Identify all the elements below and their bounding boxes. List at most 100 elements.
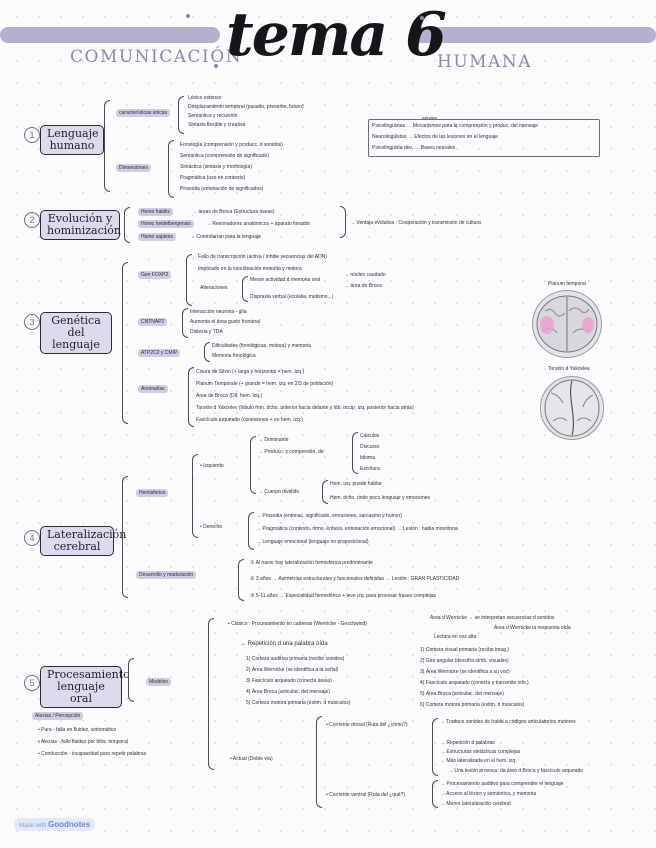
brain-icon	[536, 295, 598, 353]
list-item: Lectura en voz alta	[434, 634, 477, 640]
list-item: → Dominante	[258, 437, 289, 443]
list-item: 5) Corteza motora primaria (estim. d mús…	[246, 700, 351, 706]
section-5-number: 5	[24, 675, 40, 691]
section-4-number: 4	[24, 530, 40, 546]
study-box-heading: estudian	[422, 115, 438, 120]
badge-brand: Goodnotes	[48, 820, 91, 829]
brace	[242, 276, 248, 302]
list-item: Hem. dcho. rinde poco lenguaje y emocion…	[330, 495, 431, 501]
alteraciones-label: Alteraciones	[200, 285, 228, 291]
brain-yakovlev-illustration	[540, 376, 604, 440]
decor-dot	[186, 14, 190, 18]
list-item: Semántica y recursión	[188, 113, 238, 119]
brace	[322, 480, 328, 504]
list-item: Dispraxia verbal (ecolalia, mutismo...)	[250, 294, 334, 300]
section-4-title: Lateralización cerebral	[40, 526, 126, 556]
izquierdo-label: • Izquierdo	[200, 463, 224, 469]
brace	[352, 432, 358, 474]
list-item: → Más lateralizada en el hem. izq.	[440, 758, 517, 764]
brace	[432, 718, 438, 776]
section-5-title: Procesamiento lenguaje oral	[40, 666, 130, 708]
list-item: → Acceso al léxico y semántica, y memori…	[440, 791, 537, 797]
brace	[122, 262, 128, 424]
brace	[238, 559, 244, 601]
tag-anomalias: Anomalías	[138, 385, 168, 393]
dorsal-label: • Corriente dorsal (Ruta del ¿cómo?)	[326, 722, 408, 728]
list-item: → Lenguaje emocional (lenguaje no propos…	[256, 539, 369, 545]
study-item: Psicolingüistas → Mecanismos para la com…	[372, 123, 538, 129]
header-right-word: HUMANA	[437, 52, 532, 72]
page-title: tema 6	[226, 0, 447, 70]
list-item: 6) Corteza motora primaria (estim. d mús…	[420, 702, 525, 708]
brace	[104, 100, 110, 192]
list-item: Léxico extenso	[188, 95, 222, 101]
list-item: Sintáctica (sintaxis y morfología)	[180, 164, 252, 170]
list-item: → Menor lateralización cerebral	[440, 801, 511, 807]
list-item: Torsión d Yakovlev (lóbulo fron. dcho. a…	[196, 405, 414, 411]
tag-dimensiones: Dimensiones	[116, 164, 151, 172]
study-item: Psicolingüista dev. → Bases neurales	[372, 145, 456, 151]
list-item: Desplazamiento temporal (pasado, present…	[188, 104, 304, 110]
list-item: → núcleo caudado	[344, 272, 386, 278]
tag-desarrollo: Desarrollo y maduración	[136, 571, 197, 579]
brace	[192, 454, 198, 538]
list-item: → área de Broca	[344, 283, 382, 289]
brace	[340, 206, 346, 238]
derecho-label: • Derecho	[200, 524, 223, 530]
brain-planum-illustration	[532, 290, 602, 358]
section-1-title: Lenguaje humano	[40, 125, 104, 155]
list-item: Planum Temporale (+ grande = hem. izq. e…	[196, 381, 334, 387]
list-item: Fonología (comprensión y producc. d soni…	[180, 142, 283, 148]
list-item: 4) Fascículo arqueado (conecta y transmi…	[420, 680, 529, 686]
list-item: Área de Broca (Dif. hem. Izq.)	[196, 393, 263, 399]
list-item: → Traduce sonidos de habla a códigos art…	[440, 719, 576, 725]
tag-cntnap2: CNTNAP2	[138, 318, 168, 326]
brace	[316, 716, 322, 808]
list-item: Interacción neurona - glía	[190, 309, 247, 315]
list-item: Hem. izq. puede hablar	[330, 481, 382, 487]
brace	[432, 780, 438, 808]
list-item: 2) Giro angular (descifra símb. visuales…	[420, 658, 509, 664]
evolution-text: → Resonadores anatómicos + aparato fonad…	[206, 221, 311, 227]
header-band-right	[410, 27, 656, 43]
tag-caracteristicas: características únicas	[116, 109, 171, 117]
list-item: Área d Wernicke → se interpretan secuenc…	[430, 615, 555, 621]
badge-prefix: Made with	[19, 823, 47, 829]
brace	[178, 96, 184, 134]
tag-hemisferios: Hemisferios	[136, 489, 169, 497]
actual-label: • Actual (Doble vía)	[230, 756, 273, 762]
brace	[208, 618, 214, 770]
list-item: Prosodia (entonación de significados)	[180, 186, 264, 192]
list-item: Memoria fonológica	[212, 353, 256, 359]
list-item: → Repetición d palabras	[440, 740, 495, 746]
list-item: ① Al nacer hay lateralización hemisféric…	[250, 560, 373, 566]
brace	[122, 476, 128, 598]
list-item: Aumenta el área gusto fronteral	[190, 319, 261, 325]
list-item: ② 3 años → Asimetrías estructurales y fu…	[250, 576, 460, 582]
decor-dot	[214, 64, 218, 68]
list-item: Cálculos	[360, 433, 380, 439]
list-item: Escritura	[360, 466, 380, 472]
list-item: Dislexia y TDA	[190, 329, 223, 335]
brace	[182, 308, 188, 338]
ventral-label: • Corriente ventral (Ruta del ¿qué?)	[326, 792, 406, 798]
list-item: Cisura de Silvio (+ larga y horizontal =…	[196, 369, 305, 375]
planum-label: Planum temporal	[548, 281, 586, 287]
cuerpo-dividido-label: → Cuerpo dividido	[258, 489, 300, 495]
list-item: Discurso	[360, 444, 380, 450]
evolution-text: → Controlarían para la lenguaje	[190, 234, 261, 240]
section-3-title: Genética del lenguaje	[40, 312, 112, 354]
brace	[248, 512, 254, 550]
list-item: Fascículo arqueado (conexiones + en hem.…	[196, 417, 303, 423]
list-item: 3) Fascículo arqueado (conecta áreas)	[246, 678, 332, 684]
list-item: Pragmática (uso en contexto)	[180, 175, 246, 181]
tag-alexias: Alexias / Percepción	[32, 712, 84, 720]
brain-icon	[544, 379, 600, 437]
brace	[124, 207, 130, 243]
goodnotes-badge: Made with Goodnotes	[14, 818, 96, 831]
tag-homo-habilis: Homo habilis	[138, 208, 173, 216]
brace	[186, 254, 192, 306]
evolution-note: → Ventaja evolutiva : Cooperación y tran…	[350, 220, 481, 226]
list-item: Semántica (comprensión de significado)	[180, 153, 269, 159]
list-item: → Procesamiento auditivo para comprender…	[440, 781, 564, 787]
